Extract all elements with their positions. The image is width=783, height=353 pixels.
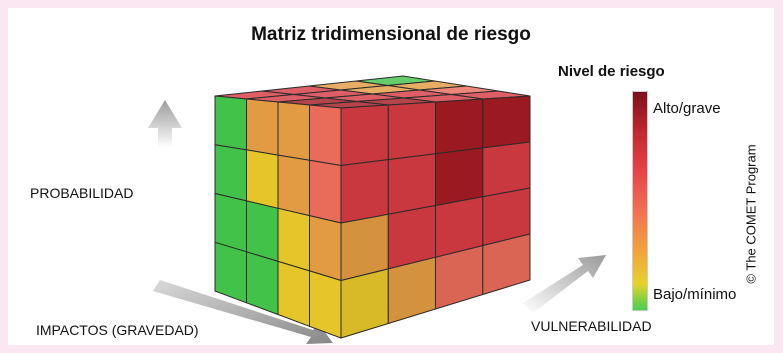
risk-cube-diagram bbox=[148, 75, 606, 344]
probability-arrow bbox=[148, 100, 182, 148]
vulnerability-axis-label: VULNERABILIDAD bbox=[531, 318, 652, 334]
cube-front-cell bbox=[214, 241, 247, 304]
risk-cube bbox=[214, 75, 531, 339]
cube-right-cell bbox=[482, 141, 531, 198]
cube-front-cell bbox=[214, 193, 247, 253]
risk-color-scale bbox=[632, 91, 648, 311]
cube-front-cell bbox=[246, 251, 279, 315]
impacts-arrow bbox=[153, 280, 333, 344]
legend-low-label: Bajo/mínimo bbox=[653, 286, 737, 303]
cube-front-cell bbox=[277, 154, 310, 217]
cube-right-cell bbox=[340, 159, 389, 224]
copyright-text: © The COMET Program bbox=[743, 144, 759, 284]
cube-front-cell bbox=[214, 144, 247, 202]
cube-front-cell bbox=[309, 270, 342, 339]
legend-high-label: Alto/grave bbox=[653, 100, 721, 117]
vulnerability-arrow bbox=[523, 255, 606, 313]
cube-right-cell bbox=[340, 268, 389, 339]
cube-right-cell bbox=[387, 256, 436, 324]
diagram-title: Matriz tridimensional de riesgo bbox=[251, 24, 531, 45]
figure-panel: Matriz tridimensional de riesgo Nivel de… bbox=[8, 8, 774, 345]
impacts-axis-label: IMPACTOS (GRAVEDAD) bbox=[36, 322, 199, 338]
cube-front-cell bbox=[246, 149, 279, 209]
legend-title: Nivel de riesgo bbox=[558, 63, 665, 80]
cube-right-cell bbox=[387, 153, 436, 215]
cube-right-cell bbox=[435, 147, 484, 206]
cube-front-cell bbox=[277, 260, 310, 327]
cube-right-cell bbox=[435, 245, 484, 310]
probability-axis-label: PROBABILIDAD bbox=[30, 185, 134, 201]
cube-front-cell bbox=[309, 215, 342, 281]
cube-front-cell bbox=[309, 104, 342, 166]
cube-front-cell bbox=[246, 98, 279, 156]
cube-front-cell bbox=[277, 101, 310, 161]
cube-right-cell bbox=[435, 98, 484, 155]
cube-right-cell bbox=[340, 104, 389, 166]
cube-right-cell bbox=[482, 95, 531, 149]
cube-front-cell bbox=[277, 207, 310, 272]
cube-right-cell bbox=[387, 101, 436, 161]
cube-front-cell bbox=[246, 200, 279, 262]
cube-front-cell bbox=[309, 159, 342, 224]
cube-right-cell bbox=[482, 233, 531, 295]
cube-front-cell bbox=[214, 95, 247, 151]
